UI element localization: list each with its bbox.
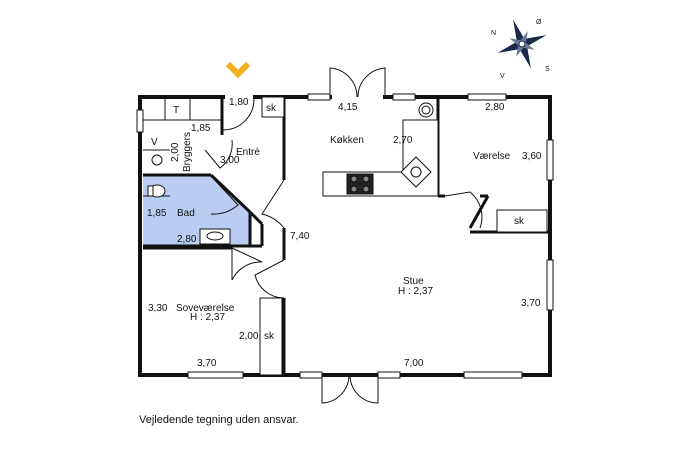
sove-dim1: 3,30 (148, 303, 168, 314)
kitchen-name: Køkken (330, 135, 364, 146)
compass-rose-icon (497, 19, 547, 69)
bathroom-area (143, 175, 250, 246)
bryggers-name: Bryggers (182, 132, 193, 172)
sove-dim2: 2,00 (239, 331, 259, 342)
bryggers-dim2: 1,85 (191, 123, 211, 134)
built-ins (143, 96, 548, 376)
windows (136, 93, 554, 379)
kitchen-depth: 2,70 (393, 135, 413, 146)
stue-name: Stue (403, 276, 424, 287)
entre-name: Entré (236, 147, 260, 158)
sove-dim3: 3,70 (197, 358, 217, 369)
stue-dim2: 3,70 (521, 298, 541, 309)
kitchen-counter (322, 102, 439, 197)
door-swings (204, 67, 483, 404)
bad-name: Bad (177, 208, 195, 219)
t-label: T (173, 105, 179, 116)
sk-vaerelse: sk (514, 216, 525, 227)
vaerelse-name: Værelse (473, 151, 511, 162)
bryggers-dim1: 2,00 (170, 142, 181, 162)
stue-height: H : 2,37 (398, 286, 433, 297)
stue-dim3: 7,00 (404, 358, 424, 369)
v-label: V (151, 137, 158, 148)
compass-s: S (545, 66, 550, 73)
compass-o: Ø (536, 19, 542, 26)
vaerelse-depth: 3,60 (522, 151, 542, 162)
bath-fixtures (147, 154, 231, 245)
entre-dim2: 3,00 (220, 155, 240, 166)
sove-name: Soveværelse (176, 303, 235, 314)
vaerelse-width: 2,80 (485, 102, 505, 113)
sk-sove: sk (264, 331, 275, 342)
bad-dim1: 1,85 (147, 208, 167, 219)
sk-entre: sk (266, 103, 277, 114)
entre-dim1: 1,80 (229, 97, 249, 108)
sove-height: H : 2,37 (190, 312, 225, 323)
compass-n: N (491, 30, 496, 37)
stue-dim1: 7,40 (290, 231, 310, 242)
compass-v: V (500, 73, 505, 80)
bad-dim2: 2,80 (177, 234, 197, 245)
disclaimer-note: Vejledende tegning uden ansvar. (139, 414, 299, 426)
kitchen-width: 4,15 (338, 102, 358, 113)
entrance-marker-icon (225, 61, 251, 79)
